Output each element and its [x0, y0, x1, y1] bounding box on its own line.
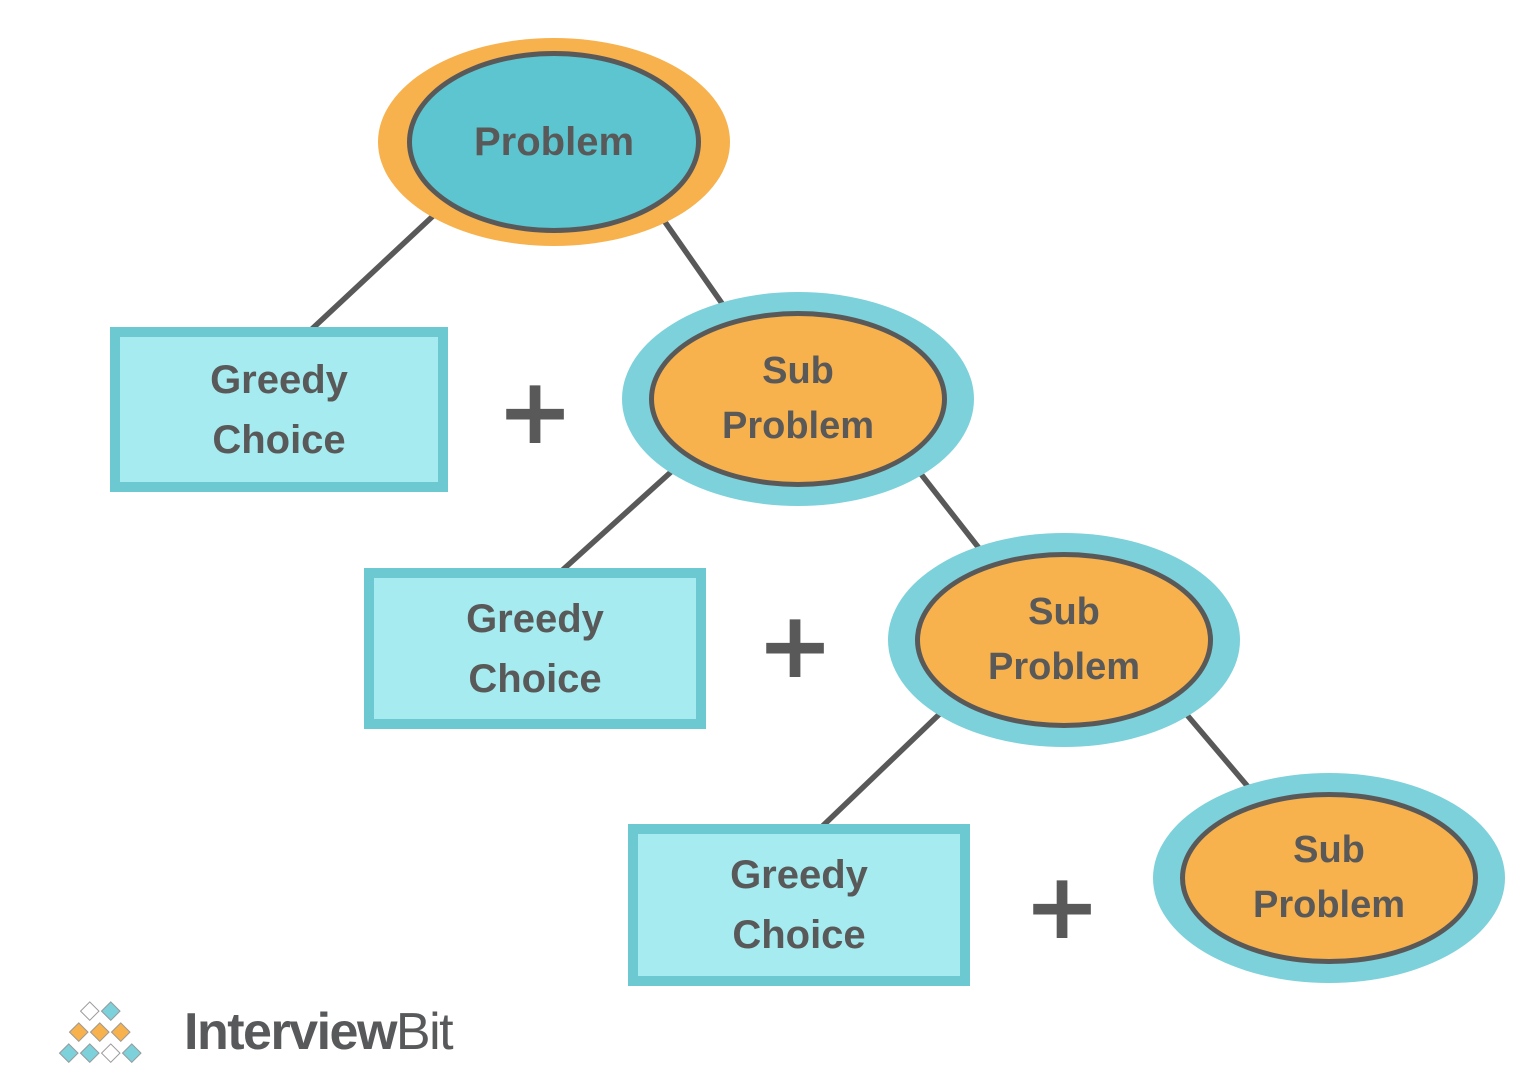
- diamond-orange: [90, 1021, 110, 1042]
- diamond-white: [79, 1000, 100, 1021]
- node-greedy-choice-3-label: Greedy Choice: [730, 853, 868, 957]
- pyramid-row-3: [52, 1042, 148, 1063]
- edge-sub1-greedy2: [543, 459, 685, 588]
- node-problem-inner: Problem: [407, 51, 701, 233]
- diamond-white: [100, 1042, 121, 1063]
- diamond-cell: [69, 1021, 90, 1042]
- node-sub-problem-3: Sub Problem: [1153, 773, 1505, 983]
- interviewbit-pyramid-icon: [52, 996, 148, 1068]
- plus-operator-2: +: [756, 592, 834, 699]
- diamond-teal: [100, 1000, 121, 1021]
- plus-operator-3: +: [1023, 853, 1101, 960]
- node-problem: Problem: [378, 38, 730, 246]
- diamond-cell: [100, 1042, 121, 1063]
- plus-operator-1: +: [496, 358, 574, 465]
- node-greedy-choice-2-label: Greedy Choice: [466, 596, 604, 701]
- node-sub-problem-2: Sub Problem: [888, 533, 1240, 747]
- node-greedy-choice-2: Greedy Choice: [364, 568, 706, 729]
- interviewbit-wordmark: InterviewBit: [184, 1002, 454, 1062]
- pyramid-row-2: [52, 1021, 148, 1042]
- diamond-orange: [69, 1021, 89, 1042]
- node-sub-problem-1: Sub Problem: [622, 292, 974, 506]
- brand-text-interview: Interview: [184, 1003, 397, 1061]
- node-problem-label: Problem: [473, 120, 635, 164]
- diamond-orange: [111, 1021, 131, 1042]
- brand-text-bit: Bit: [395, 1003, 454, 1061]
- node-sub-problem-2-label: Sub Problem: [987, 590, 1141, 688]
- node-sub-problem-2-inner: Sub Problem: [915, 552, 1213, 728]
- diamond-cell: [79, 1042, 100, 1063]
- diamond-cell: [121, 1042, 142, 1063]
- node-sub-problem-3-label: Sub Problem: [1252, 828, 1406, 926]
- diamond-teal: [121, 1042, 142, 1063]
- diamond-cell: [79, 1000, 100, 1021]
- diamond-teal: [79, 1042, 100, 1063]
- diamond-cell: [90, 1021, 111, 1042]
- interviewbit-logo: InterviewBit: [52, 996, 454, 1068]
- diamond-cell: [111, 1021, 132, 1042]
- pyramid-row-1: [52, 1000, 148, 1021]
- node-greedy-choice-1: Greedy Choice: [110, 327, 448, 492]
- edge-sub2-greedy3: [805, 701, 953, 843]
- node-greedy-choice-3: Greedy Choice: [628, 824, 970, 986]
- node-sub-problem-3-inner: Sub Problem: [1180, 792, 1478, 964]
- edge-problem-greedy1: [295, 199, 451, 345]
- diamond-cell: [58, 1042, 79, 1063]
- diamond-teal: [58, 1042, 79, 1063]
- node-sub-problem-1-inner: Sub Problem: [649, 311, 947, 487]
- node-greedy-choice-1-label: Greedy Choice: [210, 357, 348, 462]
- node-sub-problem-1-label: Sub Problem: [721, 349, 875, 447]
- diamond-cell: [100, 1000, 121, 1021]
